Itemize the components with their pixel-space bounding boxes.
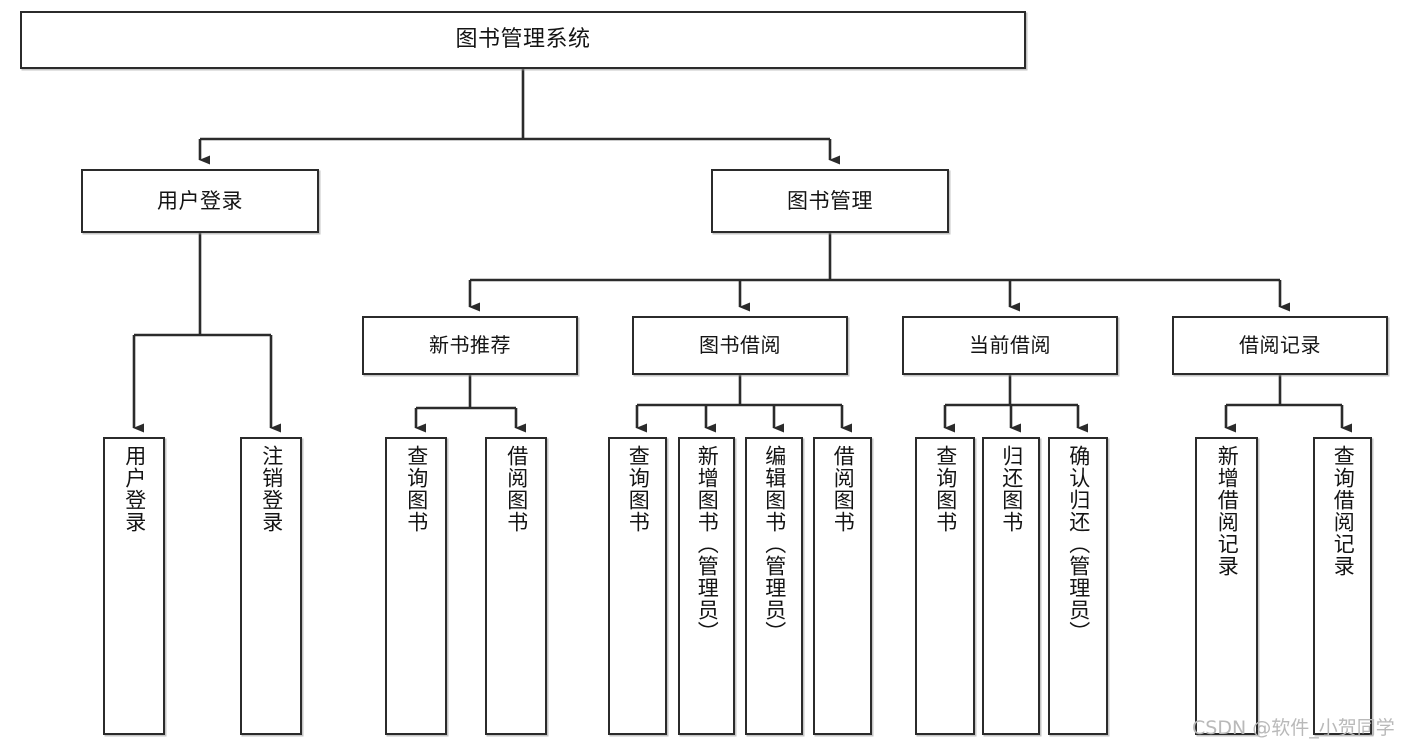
node-leaf-query-book-borrow[interactable]: 查询图书 (608, 437, 667, 735)
node-label: 用户登录 (157, 188, 243, 213)
node-leaf-user-logout[interactable]: 注销登录 (240, 437, 302, 735)
node-label: 图书借阅 (699, 332, 781, 357)
node-label: 确认归还（管理员） (1066, 445, 1091, 643)
node-current-borrow[interactable]: 当前借阅 (902, 316, 1118, 375)
node-book-manage[interactable]: 图书管理 (711, 169, 949, 233)
node-label: 查询图书 (404, 445, 429, 533)
node-label: 查询图书 (626, 445, 651, 533)
node-label: 用户登录 (122, 445, 147, 533)
node-label: 借阅图书 (504, 445, 529, 533)
node-leaf-return-book[interactable]: 归还图书 (982, 437, 1040, 735)
node-label: 当前借阅 (969, 332, 1051, 357)
node-new-book-recommend[interactable]: 新书推荐 (362, 316, 578, 375)
node-label: 图书管理 (787, 188, 873, 213)
node-leaf-borrow-book-recommend[interactable]: 借阅图书 (485, 437, 547, 735)
node-book-borrow[interactable]: 图书借阅 (632, 316, 848, 375)
node-leaf-borrow-book[interactable]: 借阅图书 (813, 437, 872, 735)
node-leaf-query-book-current[interactable]: 查询图书 (915, 437, 975, 735)
node-root-system[interactable]: 图书管理系统 (20, 11, 1026, 69)
node-leaf-user-login[interactable]: 用户登录 (103, 437, 165, 735)
node-label: 编辑图书（管理员） (762, 445, 787, 643)
node-label: 图书管理系统 (455, 27, 591, 53)
node-label: 归还图书 (999, 445, 1024, 533)
node-leaf-add-book-admin[interactable]: 新增图书（管理员） (678, 437, 735, 735)
node-user-login[interactable]: 用户登录 (81, 169, 319, 233)
node-leaf-add-borrow-record[interactable]: 新增借阅记录 (1195, 437, 1258, 735)
node-label: 借阅记录 (1239, 332, 1321, 357)
node-label: 查询借阅记录 (1331, 445, 1356, 577)
node-label: 新增借阅记录 (1215, 445, 1240, 577)
node-leaf-query-borrow-record[interactable]: 查询借阅记录 (1313, 437, 1372, 735)
node-label: 注销登录 (259, 445, 284, 533)
node-leaf-edit-book-admin[interactable]: 编辑图书（管理员） (745, 437, 803, 735)
node-label: 新增图书（管理员） (695, 445, 720, 643)
node-leaf-query-book-recommend[interactable]: 查询图书 (385, 437, 447, 735)
node-label: 借阅图书 (831, 445, 856, 533)
node-label: 查询图书 (933, 445, 958, 533)
watermark-credit: CSDN @软件_小贺同学 (1192, 717, 1395, 739)
node-leaf-confirm-return-admin[interactable]: 确认归还（管理员） (1048, 437, 1108, 735)
node-borrow-record[interactable]: 借阅记录 (1172, 316, 1388, 375)
node-label: 新书推荐 (429, 332, 511, 357)
